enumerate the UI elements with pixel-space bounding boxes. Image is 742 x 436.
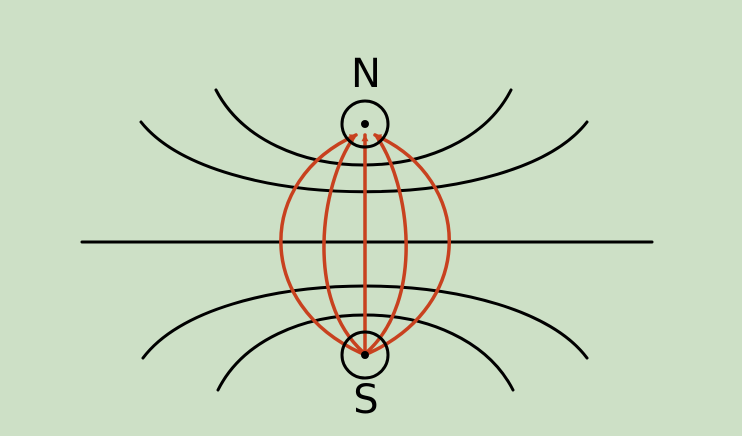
north-pole-ring: [340, 99, 390, 149]
south-pole-label: S: [353, 377, 379, 423]
north-pole-label: N: [351, 51, 381, 97]
field-line-inner-left: [322, 135, 365, 354]
field-line-inner-right: [365, 135, 408, 354]
south-pole-marker: [340, 330, 390, 380]
field-line-outer-right: [367, 133, 451, 355]
north-pole-marker: [340, 99, 390, 149]
equipotential-lines: [80, 88, 654, 392]
field-lines: [279, 133, 451, 355]
south-pole-dot: [361, 351, 369, 359]
south-pole-ring: [340, 330, 390, 380]
north-pole-dot: [361, 120, 369, 128]
field-line-outer-left: [279, 133, 363, 355]
